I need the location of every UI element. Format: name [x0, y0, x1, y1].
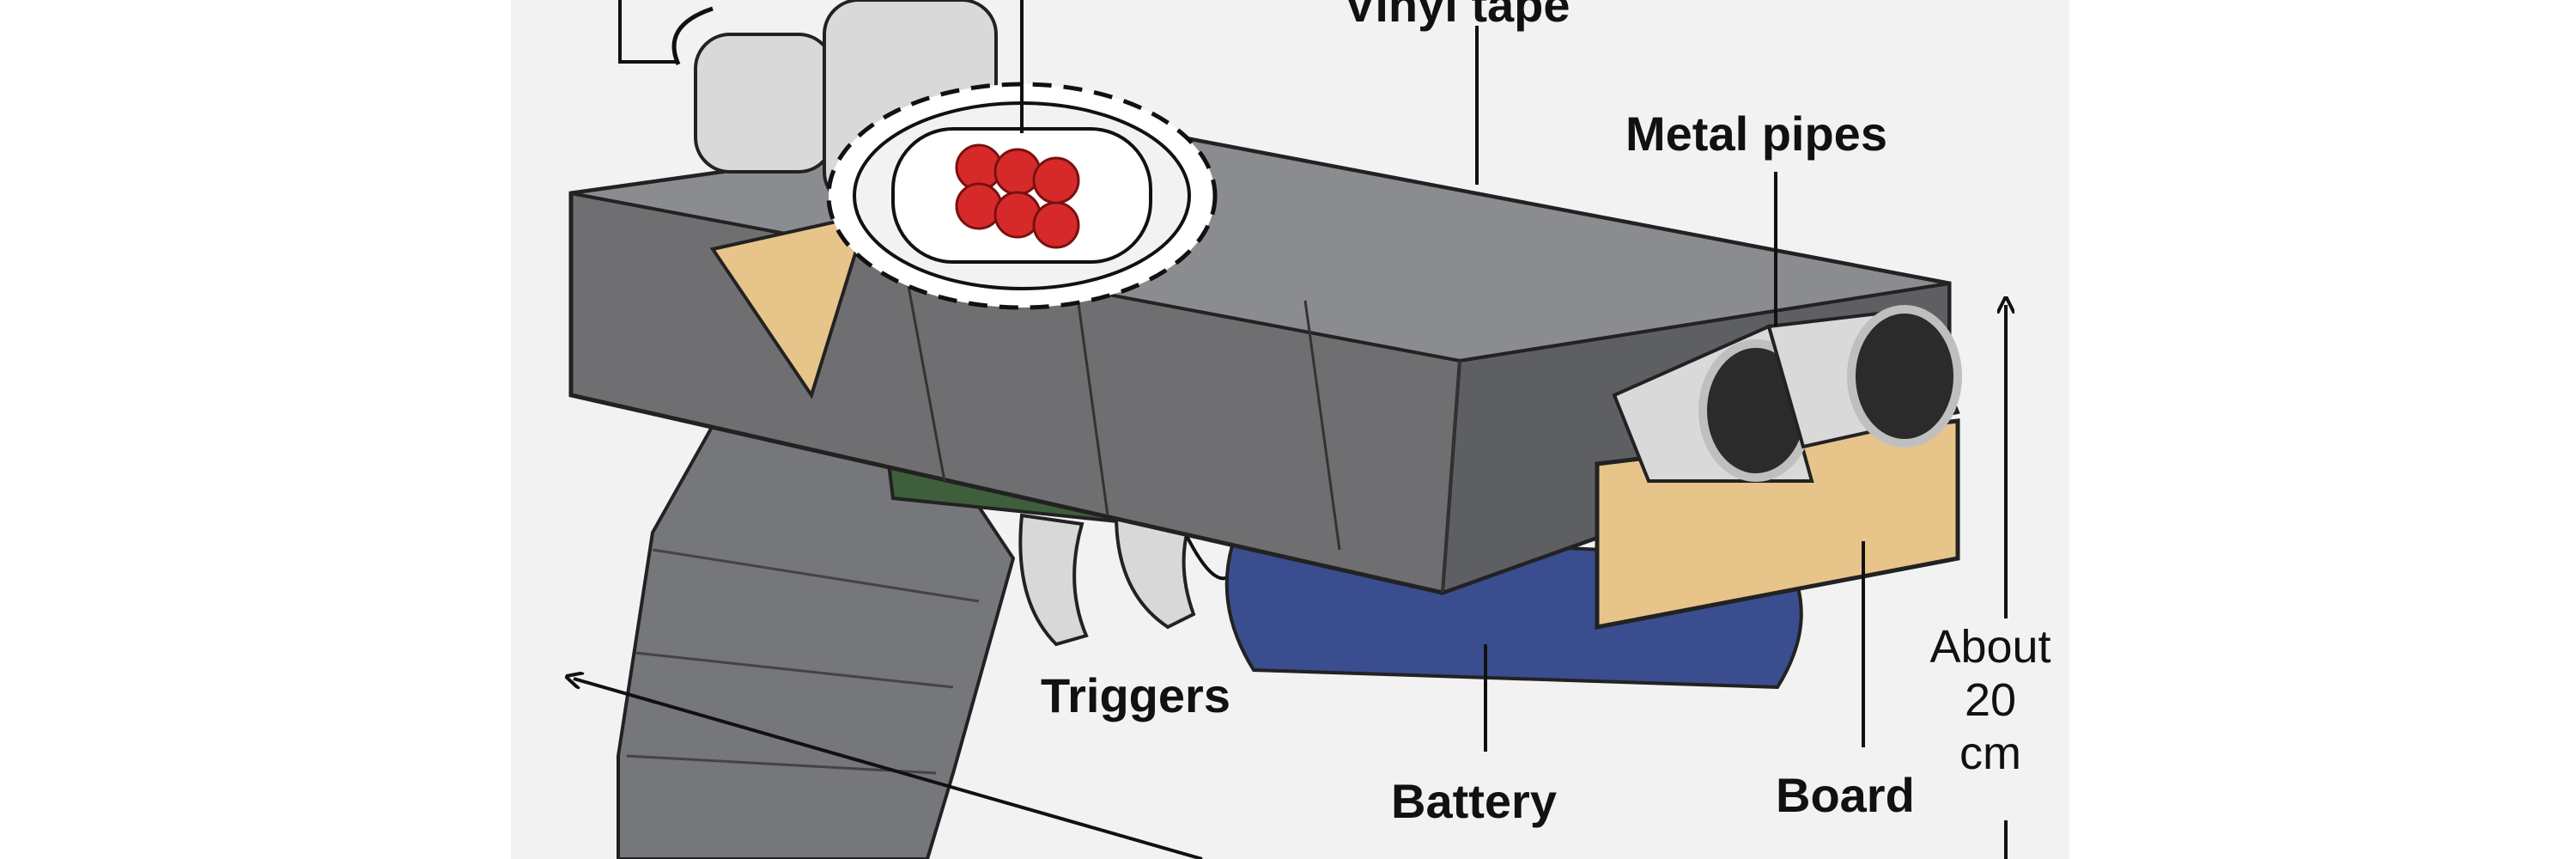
label-board: Board [1776, 768, 1915, 822]
pellet-icon [1032, 201, 1080, 249]
length-dimension-arrow [574, 679, 1203, 859]
label-vinyl-tape: Vinyl tape [1344, 0, 1571, 32]
pellet-icon [1032, 156, 1080, 204]
metal-pipes-shape [1612, 305, 1962, 483]
dimension-line-2: 20 [1964, 674, 2017, 727]
label-metal-pipes: Metal pipes [1625, 107, 1887, 161]
leader-lines [618, 0, 1865, 752]
triggers-shape [1018, 513, 1238, 647]
dimension-label: About 20 cm [1905, 620, 2076, 780]
pellet-icon [993, 148, 1042, 196]
dimension-line-1: About [1929, 621, 2051, 673]
pellet-icon [993, 191, 1042, 239]
label-battery: Battery [1391, 774, 1557, 828]
label-triggers: Triggers [1041, 668, 1230, 722]
pellet-icon [955, 182, 1003, 230]
dimension-line-3: cm [1959, 728, 2021, 780]
tan-wedge [709, 212, 870, 399]
